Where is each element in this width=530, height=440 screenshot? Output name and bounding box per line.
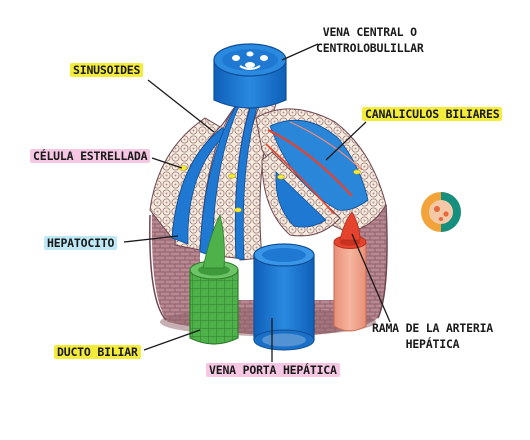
label-ducto-biliar-text: DUCTO BILIAR — [54, 345, 141, 359]
label-rama-arteria: RAMA DE LA ARTERIA HEPÁTICA — [372, 320, 493, 352]
leader-vena-central — [282, 44, 318, 60]
label-vena-porta-text: VENA PORTA HEPÁTICA — [206, 363, 340, 377]
label-vena-central: VENA CENTRAL O CENTROLOBULILLAR — [316, 24, 424, 56]
label-sinusoides: SINUSOIDES — [70, 62, 143, 78]
label-rama-arteria-line2: HEPÁTICA — [372, 336, 493, 352]
label-sinusoides-text: SINUSOIDES — [70, 63, 143, 77]
label-vena-central-line1: VENA CENTRAL O — [316, 24, 424, 40]
label-hepatocito-text: HEPATOCITO — [44, 236, 117, 250]
label-canaliculos: CANALICULOS BILIARES — [362, 106, 502, 122]
portal-vein — [254, 244, 314, 350]
label-hepatocito: HEPATOCITO — [44, 235, 117, 251]
leader-sinusoides — [148, 80, 214, 132]
central-vein — [214, 44, 286, 108]
circular-logo-icon — [421, 192, 461, 232]
label-vena-central-line2: CENTROLOBULILLAR — [316, 40, 424, 56]
leader-ducto-biliar — [144, 330, 200, 350]
label-canaliculos-text: CANALICULOS BILIARES — [362, 107, 502, 121]
label-rama-arteria-line1: RAMA DE LA ARTERIA — [372, 320, 493, 336]
label-vena-porta: VENA PORTA HEPÁTICA — [206, 362, 340, 378]
label-ducto-biliar: DUCTO BILIAR — [54, 344, 141, 360]
label-celula-estrellada: CÉLULA ESTRELLADA — [30, 148, 150, 164]
label-celula-estrellada-text: CÉLULA ESTRELLADA — [30, 149, 150, 163]
